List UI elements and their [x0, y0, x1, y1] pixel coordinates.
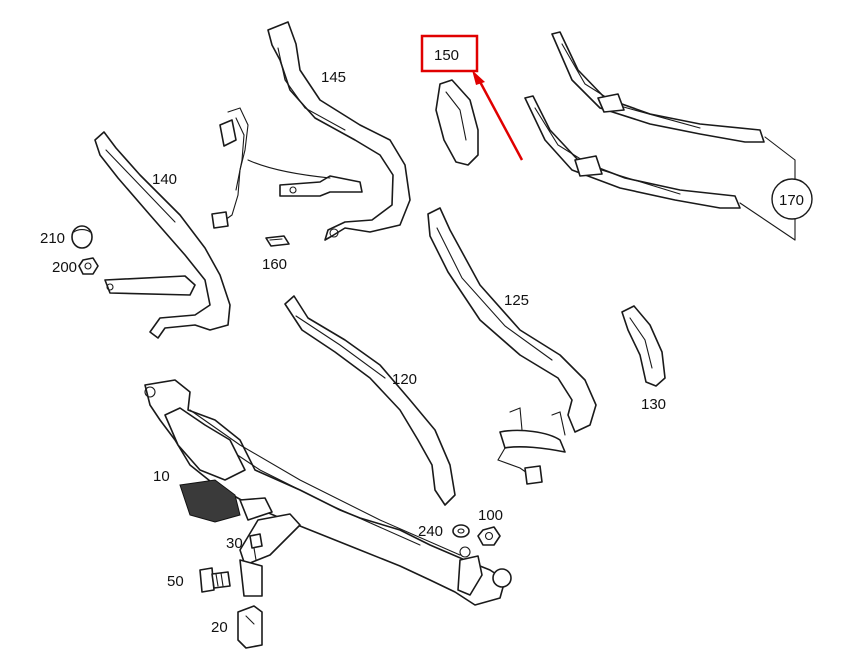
mount-bracket-upper[interactable] — [239, 559, 263, 597]
label-160: 160 — [262, 256, 287, 273]
part-160[interactable] — [265, 235, 290, 247]
label-170: 170 — [779, 192, 804, 209]
part-50[interactable] — [199, 567, 231, 593]
part-200[interactable] — [78, 257, 99, 275]
label-50: 50 — [167, 573, 184, 590]
label-120: 120 — [392, 371, 417, 388]
highlight-box-150 — [420, 34, 479, 73]
part-150[interactable] — [435, 79, 479, 166]
wiper-cable-harness-lower[interactable] — [497, 407, 566, 485]
part-140[interactable] — [94, 131, 231, 339]
label-100: 100 — [478, 507, 503, 524]
part-30[interactable] — [249, 533, 263, 561]
part-240[interactable] — [452, 524, 470, 538]
label-30: 30 — [226, 535, 243, 552]
part-20[interactable] — [237, 605, 263, 649]
label-200: 200 — [52, 259, 77, 276]
label-125: 125 — [504, 292, 529, 309]
label-10: 10 — [153, 468, 170, 485]
part-145[interactable] — [267, 21, 411, 241]
part-170-blade-upper[interactable] — [551, 31, 765, 143]
callout-circle-170 — [771, 178, 813, 220]
part-170-blade-lower[interactable] — [524, 95, 741, 209]
label-210: 210 — [40, 230, 65, 247]
part-100[interactable] — [477, 526, 501, 546]
wiper-cable-harness-upper[interactable] — [211, 107, 331, 229]
part-210[interactable] — [71, 225, 93, 249]
part-10-linkage[interactable] — [144, 379, 512, 606]
label-130: 130 — [641, 396, 666, 413]
highlight-arrow — [472, 70, 524, 161]
part-130[interactable] — [621, 305, 666, 387]
part-120[interactable] — [284, 295, 456, 506]
label-140: 140 — [152, 171, 177, 188]
label-20: 20 — [211, 619, 228, 636]
part-125[interactable] — [427, 207, 597, 433]
label-150: 150 — [434, 47, 459, 64]
label-145: 145 — [321, 69, 346, 86]
label-240: 240 — [418, 523, 443, 540]
